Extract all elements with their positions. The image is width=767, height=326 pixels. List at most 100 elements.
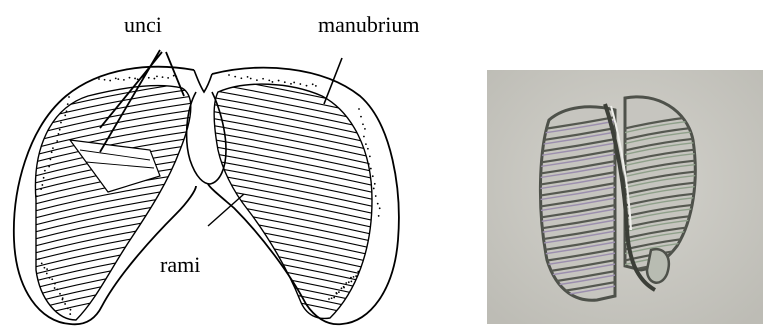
stipple-dot [41, 262, 43, 264]
stipple-dot [353, 276, 355, 278]
stipple-dot [52, 147, 54, 149]
stipple-dot [59, 293, 61, 295]
stipple-dot [148, 77, 150, 79]
stipple-dot [167, 77, 169, 79]
stipple-dot [373, 188, 375, 190]
stipple-dot [123, 79, 125, 81]
manubrium-leader-line [324, 58, 342, 104]
stipple-dot [60, 122, 62, 124]
stipple-dot [51, 151, 53, 153]
stipple-dot [36, 195, 38, 197]
stipple-dot [66, 110, 68, 112]
stipple-dot [38, 258, 40, 260]
label-unci: unci [124, 14, 162, 36]
stipple-dot [369, 155, 371, 157]
micrograph-lower-tip [647, 249, 669, 283]
ridge-line [210, 244, 380, 278]
stipple-dot [363, 136, 365, 138]
stipple-dot [355, 275, 357, 277]
stipple-dot [162, 76, 164, 78]
ridge-line [210, 286, 380, 320]
stipple-dot [54, 283, 56, 285]
stipple-dot [68, 96, 70, 98]
stipple-dot [59, 129, 61, 131]
stipple-dot [142, 76, 144, 78]
trophi-micrograph [487, 70, 763, 324]
stipple-dot [379, 207, 381, 209]
fulcrum-top [194, 70, 212, 92]
stipple-dot [250, 78, 252, 80]
stipple-dot [44, 267, 46, 269]
stipple-dot [338, 291, 340, 293]
stipple-dot [364, 128, 366, 130]
stipple-dot [247, 76, 249, 78]
unci-leader-lines [100, 50, 184, 152]
stipple-dot [62, 299, 64, 301]
stipple-dot [228, 74, 230, 76]
stipple-dot [372, 175, 374, 177]
stipple-dot [341, 287, 343, 289]
stipple-dot [104, 79, 106, 81]
stipple-dot [234, 76, 236, 78]
ridge-line [210, 216, 380, 250]
stipple-dot [350, 281, 352, 283]
stipple-dot [377, 203, 379, 205]
stipple-dot [58, 133, 60, 135]
ridge-line [210, 195, 380, 229]
stipple-dot [46, 268, 48, 270]
ridge-line [210, 160, 380, 194]
stipple-dot [67, 307, 69, 309]
ridge-line [210, 139, 380, 173]
stipple-dot [262, 78, 264, 80]
stipple-dot [117, 78, 119, 80]
ridge-line [20, 207, 200, 243]
stipple-dot [335, 292, 337, 294]
stipple-dot [306, 85, 308, 87]
stipple-dot [115, 77, 117, 79]
stipple-dot [360, 116, 362, 118]
stipple-dot [46, 273, 48, 275]
stipple-dot [375, 195, 377, 197]
stipple-dots [36, 74, 381, 315]
ridge-line [20, 193, 200, 229]
stipple-dot [137, 78, 139, 80]
stipple-dot [64, 115, 66, 117]
ridge-line [210, 132, 380, 166]
stipple-dot [56, 289, 58, 291]
ridge-line [210, 97, 380, 131]
stipple-dot [272, 81, 274, 83]
stipple-dot [368, 163, 370, 165]
stipple-dot [357, 271, 359, 273]
stipple-dot [40, 188, 42, 190]
stipple-dot [50, 159, 52, 161]
right-manubrium-outline [208, 68, 399, 325]
uncus-tooth-block [70, 140, 160, 192]
stipple-dot [175, 76, 177, 78]
ridge-line [20, 277, 200, 313]
stipple-dot [333, 297, 335, 299]
stipple-dot [365, 143, 367, 145]
ridge-line [210, 90, 380, 124]
stipple-dot [41, 184, 43, 186]
ridge-line [210, 209, 380, 243]
stipple-dot [350, 277, 352, 279]
stipple-dot [343, 286, 345, 288]
stipple-dot [328, 298, 330, 300]
stipple-dot [156, 75, 158, 77]
stipple-dot [64, 303, 66, 305]
label-manubrium: manubrium [318, 14, 419, 36]
stipple-dot [56, 140, 58, 142]
stipple-dot [43, 177, 45, 179]
stipple-dot [362, 123, 364, 125]
stipple-dot [240, 77, 242, 79]
stipple-dot [290, 83, 292, 85]
stipple-dot [315, 85, 317, 87]
stipple-dot [54, 287, 56, 289]
ridge-line [20, 214, 200, 250]
ridge-line [210, 104, 380, 138]
stipple-dot [49, 277, 51, 279]
stipple-dot [173, 75, 175, 77]
stipple-dot [348, 281, 350, 283]
stipple-dot [44, 170, 46, 172]
